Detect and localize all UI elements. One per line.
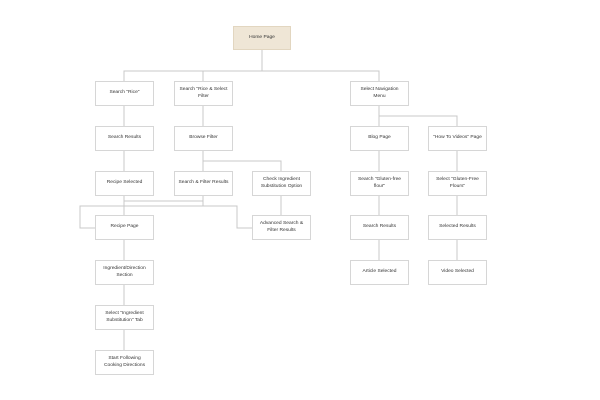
node-recipe-selected[interactable]: Recipe Selected bbox=[95, 171, 154, 196]
node-blog-page[interactable]: Blog Page bbox=[350, 126, 409, 151]
node-ingredient-direction-section[interactable]: Ingredient/Direction Section bbox=[95, 260, 154, 285]
node-blog-search-results[interactable]: Search Results bbox=[350, 215, 409, 240]
node-home-page[interactable]: Home Page bbox=[233, 26, 291, 50]
node-selected-results[interactable]: Selected Results bbox=[428, 215, 487, 240]
node-search-rice[interactable]: Search "Rice" bbox=[95, 81, 154, 106]
node-select-ingredient-substitution-tab[interactable]: Select "Ingredient Substitution" Tab bbox=[95, 305, 154, 330]
node-select-navigation-menu[interactable]: Select Navigation Menu bbox=[350, 81, 409, 106]
edge-home-fanout bbox=[123, 50, 380, 81]
node-search-filter-results[interactable]: Search & Filter Results bbox=[174, 171, 233, 196]
edge-browse-to-check-substitution bbox=[202, 151, 282, 171]
node-article-selected[interactable]: Article Selected bbox=[350, 260, 409, 285]
edge-advanced-to-recipe-page bbox=[203, 205, 252, 229]
edge-filter-results-to-recipe-selected bbox=[124, 196, 204, 202]
node-video-selected[interactable]: Video Selected bbox=[428, 260, 487, 285]
node-browse-filter[interactable]: Browse Filter bbox=[174, 126, 233, 151]
node-recipe-page[interactable]: Recipe Page bbox=[95, 215, 154, 240]
node-how-to-videos-page[interactable]: "How To Videos" Page bbox=[428, 126, 487, 151]
node-select-gluten-free-flours[interactable]: Select "Gluten-Free Flours" bbox=[428, 171, 487, 196]
edge-nav-to-split bbox=[378, 106, 458, 126]
node-advanced-search-filter-results[interactable]: Advanced Search & Filter Results bbox=[252, 215, 311, 240]
node-search-gluten-free-flour[interactable]: Search "Gluten-free flour" bbox=[350, 171, 409, 196]
node-search-rice-select-filter[interactable]: Search "Rice & Select Filter bbox=[174, 81, 233, 106]
edge-filter-results-to-recipe-page bbox=[79, 196, 204, 229]
node-search-results[interactable]: Search Results bbox=[95, 126, 154, 151]
node-start-following-cooking-directions[interactable]: Start Following Cooking Directions bbox=[95, 350, 154, 375]
node-check-ingredient-substitution[interactable]: Check Ingredient Substitution Option bbox=[252, 171, 311, 196]
